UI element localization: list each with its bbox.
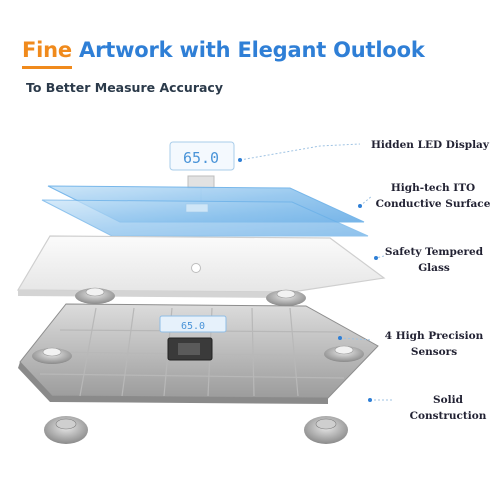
led-reading: 65.0 — [183, 149, 219, 167]
label-line: Conductive Surface — [375, 198, 491, 211]
base-reading: 65.0 — [181, 321, 205, 332]
led-display-module: 65.0 — [169, 141, 235, 206]
label-tempered-glass: Safety Tempered Glass — [378, 244, 490, 277]
label-line: 4 High Precision — [384, 330, 484, 342]
tempered-glass-panel — [16, 235, 386, 298]
page-subtitle: To Better Measure Accuracy — [26, 80, 223, 95]
feet — [44, 416, 348, 444]
foot — [304, 416, 348, 444]
page-title: Fine Artwork with Elegant Outlook — [22, 38, 425, 62]
base-display-window — [159, 315, 227, 333]
ito-layer-bottom — [41, 199, 369, 237]
callout-dots — [238, 158, 378, 402]
title-underline — [22, 66, 72, 69]
ito-layers — [41, 185, 369, 237]
label-line: Hidden LED Display — [371, 139, 489, 151]
callout-dot — [338, 336, 342, 340]
label-led-display: Hidden LED Display — [360, 137, 500, 153]
callout-lines — [239, 143, 392, 401]
label-line: Glass — [418, 262, 450, 275]
label-line: Safety Tempered — [384, 246, 484, 258]
foot — [44, 416, 88, 444]
sensor-pucks-top — [75, 287, 306, 306]
label-sensors: 4 High Precision Sensors — [378, 328, 490, 361]
label-line: High-tech ITO — [390, 182, 476, 194]
label-line: Sensors — [410, 346, 458, 359]
callout-dot — [368, 398, 372, 402]
title-rest: Artwork with Elegant Outlook — [71, 38, 425, 62]
label-line: Solid Construction — [409, 394, 487, 423]
base-frame: 65.0 — [18, 303, 379, 404]
label-construction: Solid Construction — [396, 392, 500, 425]
callout-dot — [358, 204, 362, 208]
sensor-pucks-side — [32, 345, 364, 364]
label-ito-surface: High-tech ITO Conductive Surface — [372, 180, 494, 213]
callout-dot — [238, 158, 242, 162]
callout-dot — [374, 256, 378, 260]
glass-center-dot — [191, 263, 201, 273]
title-highlight: Fine — [22, 38, 72, 62]
